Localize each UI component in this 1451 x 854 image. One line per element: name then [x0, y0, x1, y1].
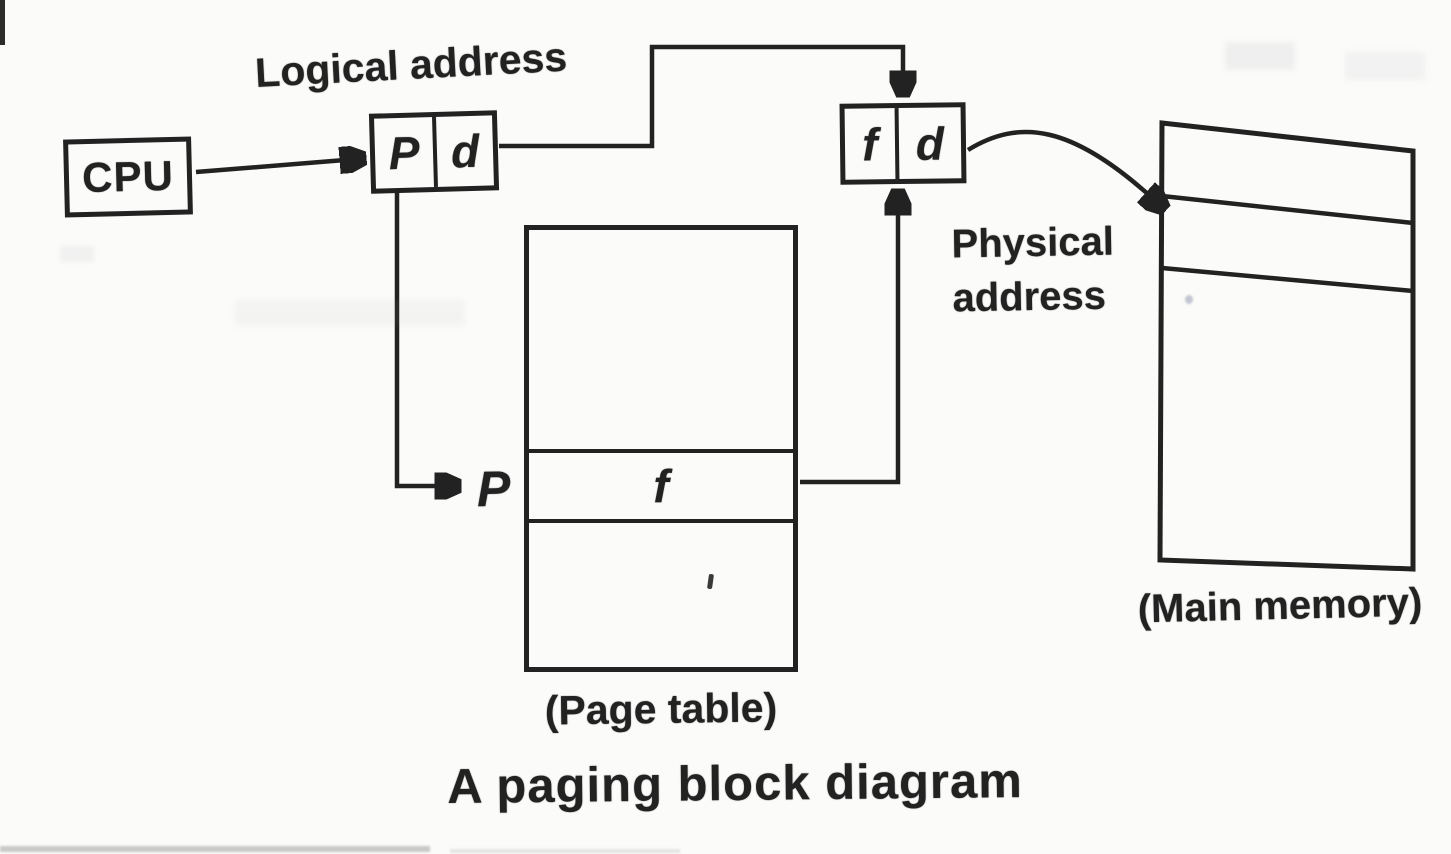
page-table-empty-bottom: [529, 523, 793, 667]
logical-address-box: P d: [368, 110, 500, 194]
logical-offset-cell: d: [432, 115, 494, 188]
physical-address-label-line2: address: [952, 273, 1107, 321]
page-table-empty-top: [529, 230, 793, 449]
main-memory-caption: (Main memory): [1137, 580, 1423, 632]
arrow-physical-to-main-memory: [966, 129, 1150, 196]
cpu-label: CPU: [81, 151, 175, 202]
page-index-label: P: [476, 460, 511, 518]
cpu-box: CPU: [63, 136, 193, 218]
page-table-caption: (Page table): [544, 684, 778, 734]
logical-page-cell: P: [374, 117, 434, 189]
physical-address-box: f d: [839, 102, 967, 185]
main-memory-outline: [1157, 120, 1416, 572]
main-memory-divider-2: [1161, 265, 1414, 294]
main-memory-box: [1157, 120, 1416, 572]
physical-frame-cell: f: [845, 108, 895, 180]
physical-frame-value: f: [861, 117, 878, 170]
arrow-pagetable-entry-to-physical: [800, 210, 898, 485]
physical-address-label: Physical address: [951, 215, 1115, 326]
logical-page-value: P: [388, 126, 421, 180]
page-table-entry-row: f: [529, 449, 793, 523]
page-table-entry-value: f: [653, 460, 669, 512]
diagram-title: A paging block diagram: [446, 753, 1024, 815]
physical-address-label-line1: Physical: [951, 219, 1115, 267]
arrow-logical-page-to-pagetable: [394, 192, 440, 486]
arrow-logical-offset-to-physical: [499, 44, 903, 149]
physical-offset-value: d: [915, 117, 945, 170]
logical-offset-value: d: [450, 124, 480, 178]
page-table-box: f: [524, 225, 798, 672]
main-memory-divider-1: [1161, 193, 1414, 226]
physical-offset-cell: d: [894, 107, 962, 180]
arrow-cpu-to-logical-address: [195, 160, 345, 175]
